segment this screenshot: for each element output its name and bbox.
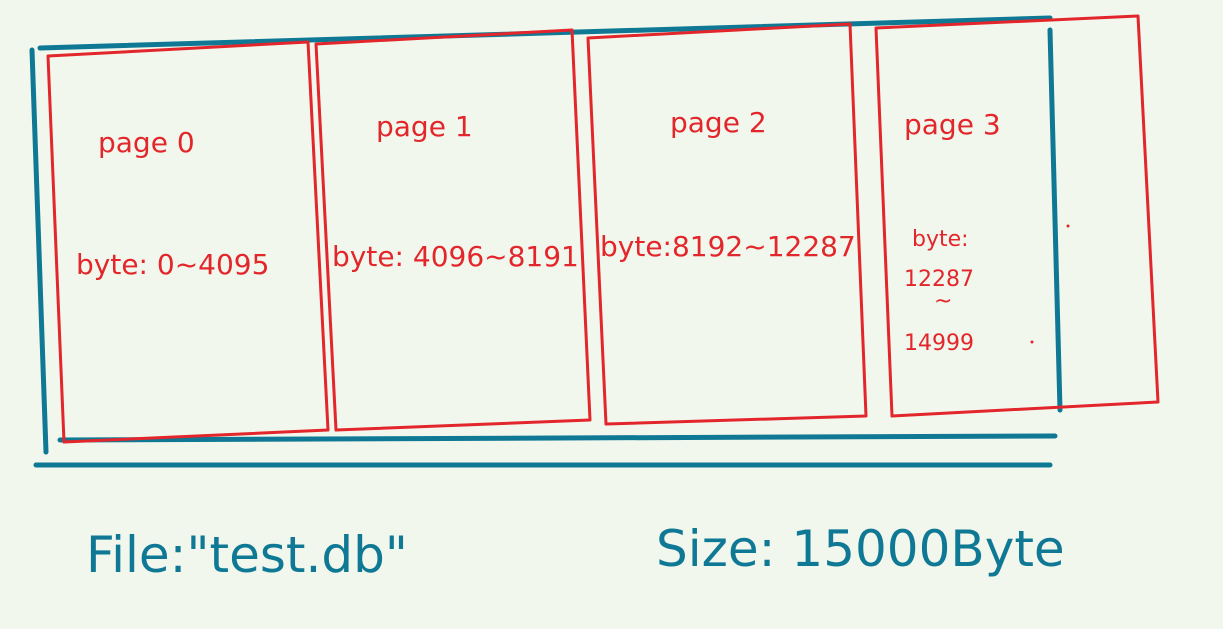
page-3-bytes-line3: ~ (934, 289, 952, 314)
stray-dot (1030, 340, 1034, 344)
page-2-box (586, 22, 868, 426)
page-0-label: page 0 (98, 126, 195, 159)
page-3-bytes-line1: byte: (912, 227, 969, 252)
file-end-edge (1047, 27, 1063, 413)
page-3-label: page 3 (904, 108, 1001, 141)
stray-dot (1066, 224, 1070, 228)
file-top-edge (37, 15, 1053, 51)
page-boxes (46, 14, 1160, 444)
file-boundary (29, 15, 1063, 468)
page-0-box (46, 40, 330, 444)
page-0-bytes: byte: 0~4095 (76, 248, 269, 281)
file-name-label: File:"test.db" (86, 526, 408, 584)
page-3-box (874, 14, 1160, 418)
file-size-label: Size: 15000Byte (656, 520, 1065, 578)
page-2-label: page 2 (670, 106, 767, 139)
file-left-edge (29, 47, 49, 455)
page-3-bytes-line2: 12287 (904, 267, 974, 292)
file-bottom-edge (57, 433, 1058, 443)
page-1-bytes: byte: 4096~8191 (332, 240, 579, 273)
page-1-label: page 1 (376, 110, 473, 143)
page-1-box (314, 28, 592, 432)
page-3-bytes-line4: 14999 (904, 331, 974, 356)
page-2-bytes: byte:8192~12287 (600, 230, 856, 263)
